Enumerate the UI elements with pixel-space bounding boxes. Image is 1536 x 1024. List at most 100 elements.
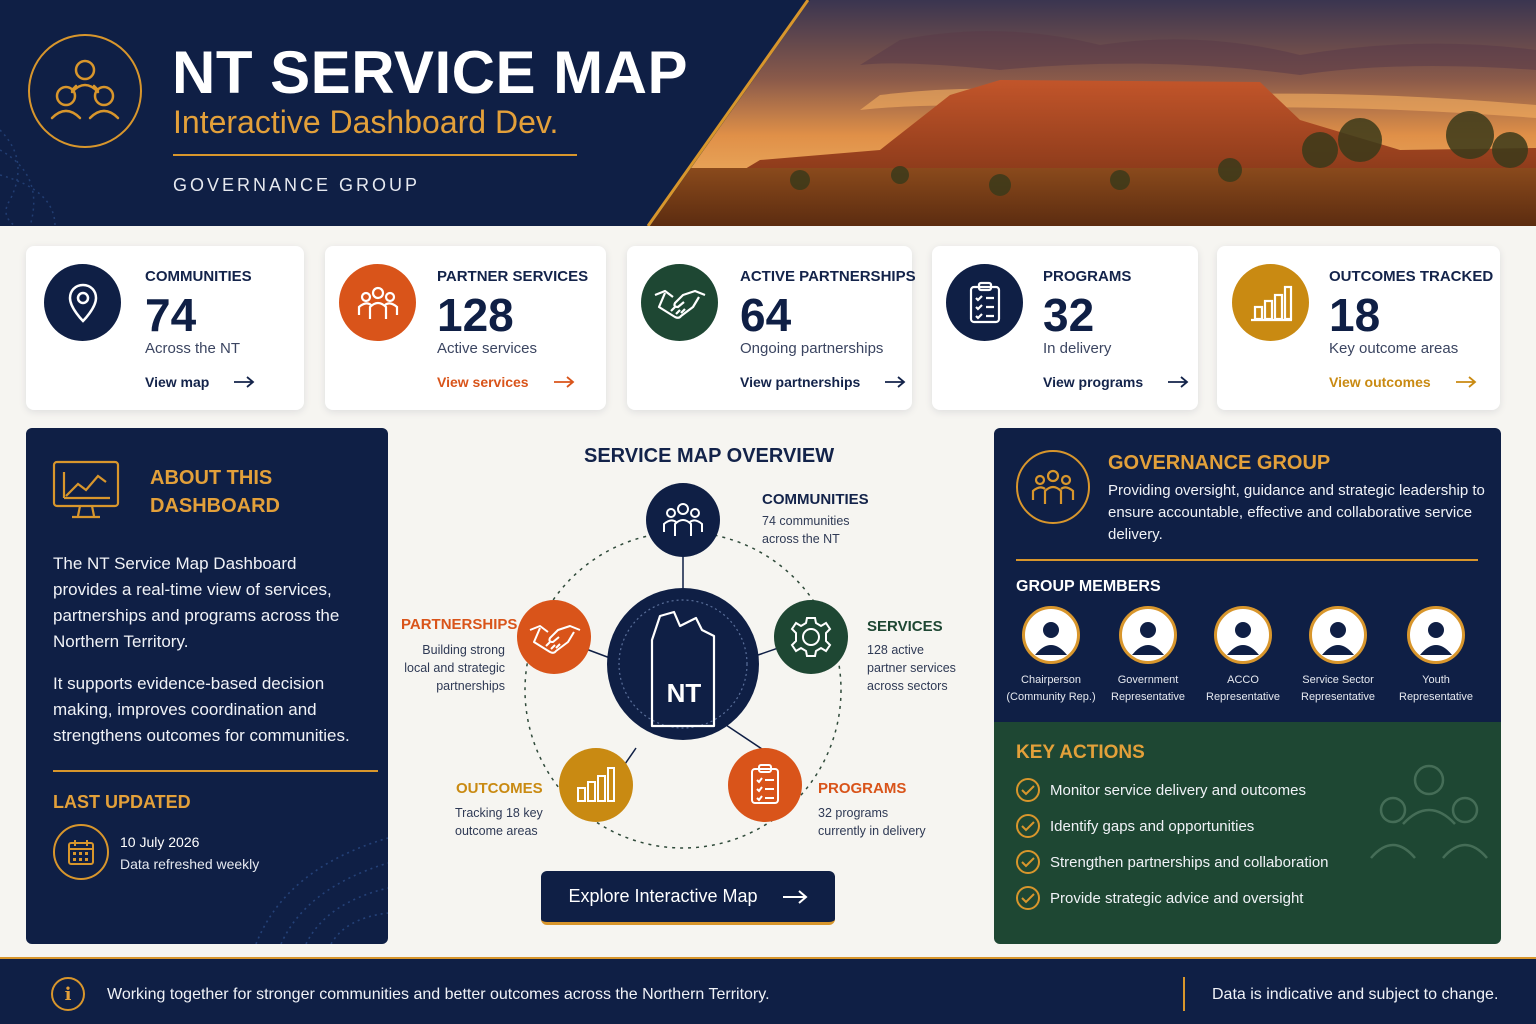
link-label: View programs	[1043, 374, 1144, 390]
view-partnerships-link[interactable]: View partnerships	[740, 374, 906, 390]
landscape-image	[0, 0, 1536, 226]
about-heading: ABOUT THIS DASHBOARD	[150, 467, 280, 517]
person-icon	[1132, 622, 1164, 655]
calendar-badge	[53, 824, 109, 880]
page-subtitle: Interactive Dashboard Dev.	[173, 104, 559, 140]
link-label: View partnerships	[740, 374, 861, 390]
people-network-icon	[50, 59, 120, 120]
view-programs-link[interactable]: View programs	[1043, 374, 1189, 390]
link-label: View outcomes	[1329, 374, 1431, 390]
member-chairperson[interactable]: Chairperson(Community Rep.)	[1001, 606, 1101, 706]
stat-card-partner-services: PARTNER SERVICES 128 Active services Vie…	[325, 246, 606, 410]
arrow-right-icon	[782, 889, 808, 904]
clipboard-icon	[751, 764, 779, 804]
people-watermark-icon	[1370, 764, 1488, 859]
governance-heading: GOVERNANCE GROUP	[1108, 452, 1331, 474]
people-group-icon	[663, 503, 703, 536]
link-label: View services	[437, 374, 529, 390]
stat-label: PARTNER SERVICES	[437, 268, 589, 285]
about-paragraph-2: It supports evidence-based decision maki…	[53, 674, 350, 745]
communities-node-label: COMMUNITIES	[762, 491, 869, 508]
services-node[interactable]	[774, 600, 848, 674]
action-item: Monitor service delivery and outcomes	[1016, 778, 1306, 802]
partnerships-icon-circle	[641, 264, 718, 341]
stat-card-programs: PROGRAMS 32 In delivery View programs	[932, 246, 1198, 410]
about-divider	[53, 770, 378, 772]
services-icon-circle	[339, 264, 416, 341]
calendar-icon	[68, 840, 94, 865]
partnerships-node-label: PARTNERSHIPS	[401, 616, 518, 633]
service-map-diagram: NT	[517, 483, 848, 849]
about-panel: ABOUT THIS DASHBOARD The NT Service Map …	[26, 428, 388, 944]
partnerships-node[interactable]	[517, 600, 591, 674]
stat-card-active-partnerships: ACTIVE PARTNERSHIPS 64 Ongoing partnersh…	[627, 246, 916, 410]
bar-chart-icon	[577, 767, 615, 802]
governance-divider	[1016, 559, 1478, 561]
person-icon	[1227, 622, 1259, 655]
stat-value: 32	[1043, 289, 1095, 341]
about-paragraph-1: The NT Service Map Dashboard provides a …	[53, 554, 340, 651]
services-node-label: SERVICES	[867, 618, 943, 635]
link-label: View map	[145, 374, 210, 390]
footer-divider	[1183, 977, 1185, 1011]
header-banner: NT SERVICE MAP Interactive Dashboard Dev…	[0, 0, 1536, 226]
key-actions-panel: KEY ACTIONS Monitor service delivery and…	[994, 722, 1501, 944]
programs-node-desc: 32 programs currently in delivery	[818, 806, 926, 838]
monitor-chart-icon	[52, 460, 120, 519]
footer-note: Data is indicative and subject to change…	[1212, 986, 1499, 1003]
stat-label: PROGRAMS	[1043, 268, 1132, 285]
avatar	[1214, 606, 1272, 664]
governance-badge	[1016, 450, 1090, 524]
programs-node[interactable]	[728, 748, 802, 822]
arrow-right-icon	[553, 376, 575, 388]
arrow-right-icon	[1168, 376, 1189, 388]
check-circle-icon	[1016, 778, 1040, 802]
explore-map-button[interactable]: Explore Interactive Map	[541, 871, 835, 925]
nt-outline-icon	[650, 610, 716, 728]
bar-chart-icon	[1250, 285, 1292, 321]
programs-node-label: PROGRAMS	[818, 780, 907, 797]
governance-panel: GOVERNANCE GROUP Providing oversight, gu…	[994, 428, 1501, 722]
stat-desc: Across the NT	[145, 340, 241, 357]
stat-label: OUTCOMES TRACKED	[1329, 268, 1494, 285]
handshake-icon	[529, 625, 581, 654]
people-group-icon	[1031, 469, 1075, 504]
explore-map-button-label: Explore Interactive Map	[568, 886, 758, 906]
stat-label: ACTIVE PARTNERSHIPS	[740, 268, 916, 285]
governance-description: Providing oversight, guidance and strate…	[1108, 482, 1485, 543]
arrow-right-icon	[234, 376, 255, 388]
stat-desc: Ongoing partnerships	[740, 340, 884, 357]
refresh-note: Data refreshed weekly	[120, 856, 260, 872]
people-group-icon	[357, 286, 398, 319]
page-title: NT SERVICE MAP	[172, 39, 688, 106]
arrow-right-icon	[1455, 376, 1477, 388]
avatar	[1119, 606, 1177, 664]
person-icon	[1420, 622, 1452, 655]
footer-bar: i Working together for stronger communit…	[0, 957, 1536, 1024]
outcomes-node-label: OUTCOMES	[456, 780, 543, 797]
member-name: Chairperson(Community Rep.)	[1006, 674, 1096, 703]
avatar	[1309, 606, 1367, 664]
last-updated-date: 10 July 2026	[120, 834, 200, 850]
avatar	[1022, 606, 1080, 664]
partnerships-node-desc: Building strong local and strategic part…	[404, 643, 505, 693]
check-circle-icon	[1016, 850, 1040, 874]
handshake-icon	[654, 289, 705, 319]
nt-center-circle[interactable]	[607, 588, 759, 740]
view-outcomes-link[interactable]: View outcomes	[1329, 374, 1477, 390]
person-icon	[1035, 622, 1067, 655]
stat-label: COMMUNITIES	[145, 268, 252, 285]
avatar	[1407, 606, 1465, 664]
stat-value: 18	[1329, 289, 1381, 341]
view-services-link[interactable]: View services	[437, 374, 575, 390]
stat-value: 64	[740, 289, 792, 341]
gear-icon	[790, 617, 832, 657]
stat-value: 74	[145, 289, 197, 341]
services-node-desc: 128 active partner services across secto…	[867, 643, 956, 693]
view-map-link[interactable]: View map	[145, 374, 255, 390]
